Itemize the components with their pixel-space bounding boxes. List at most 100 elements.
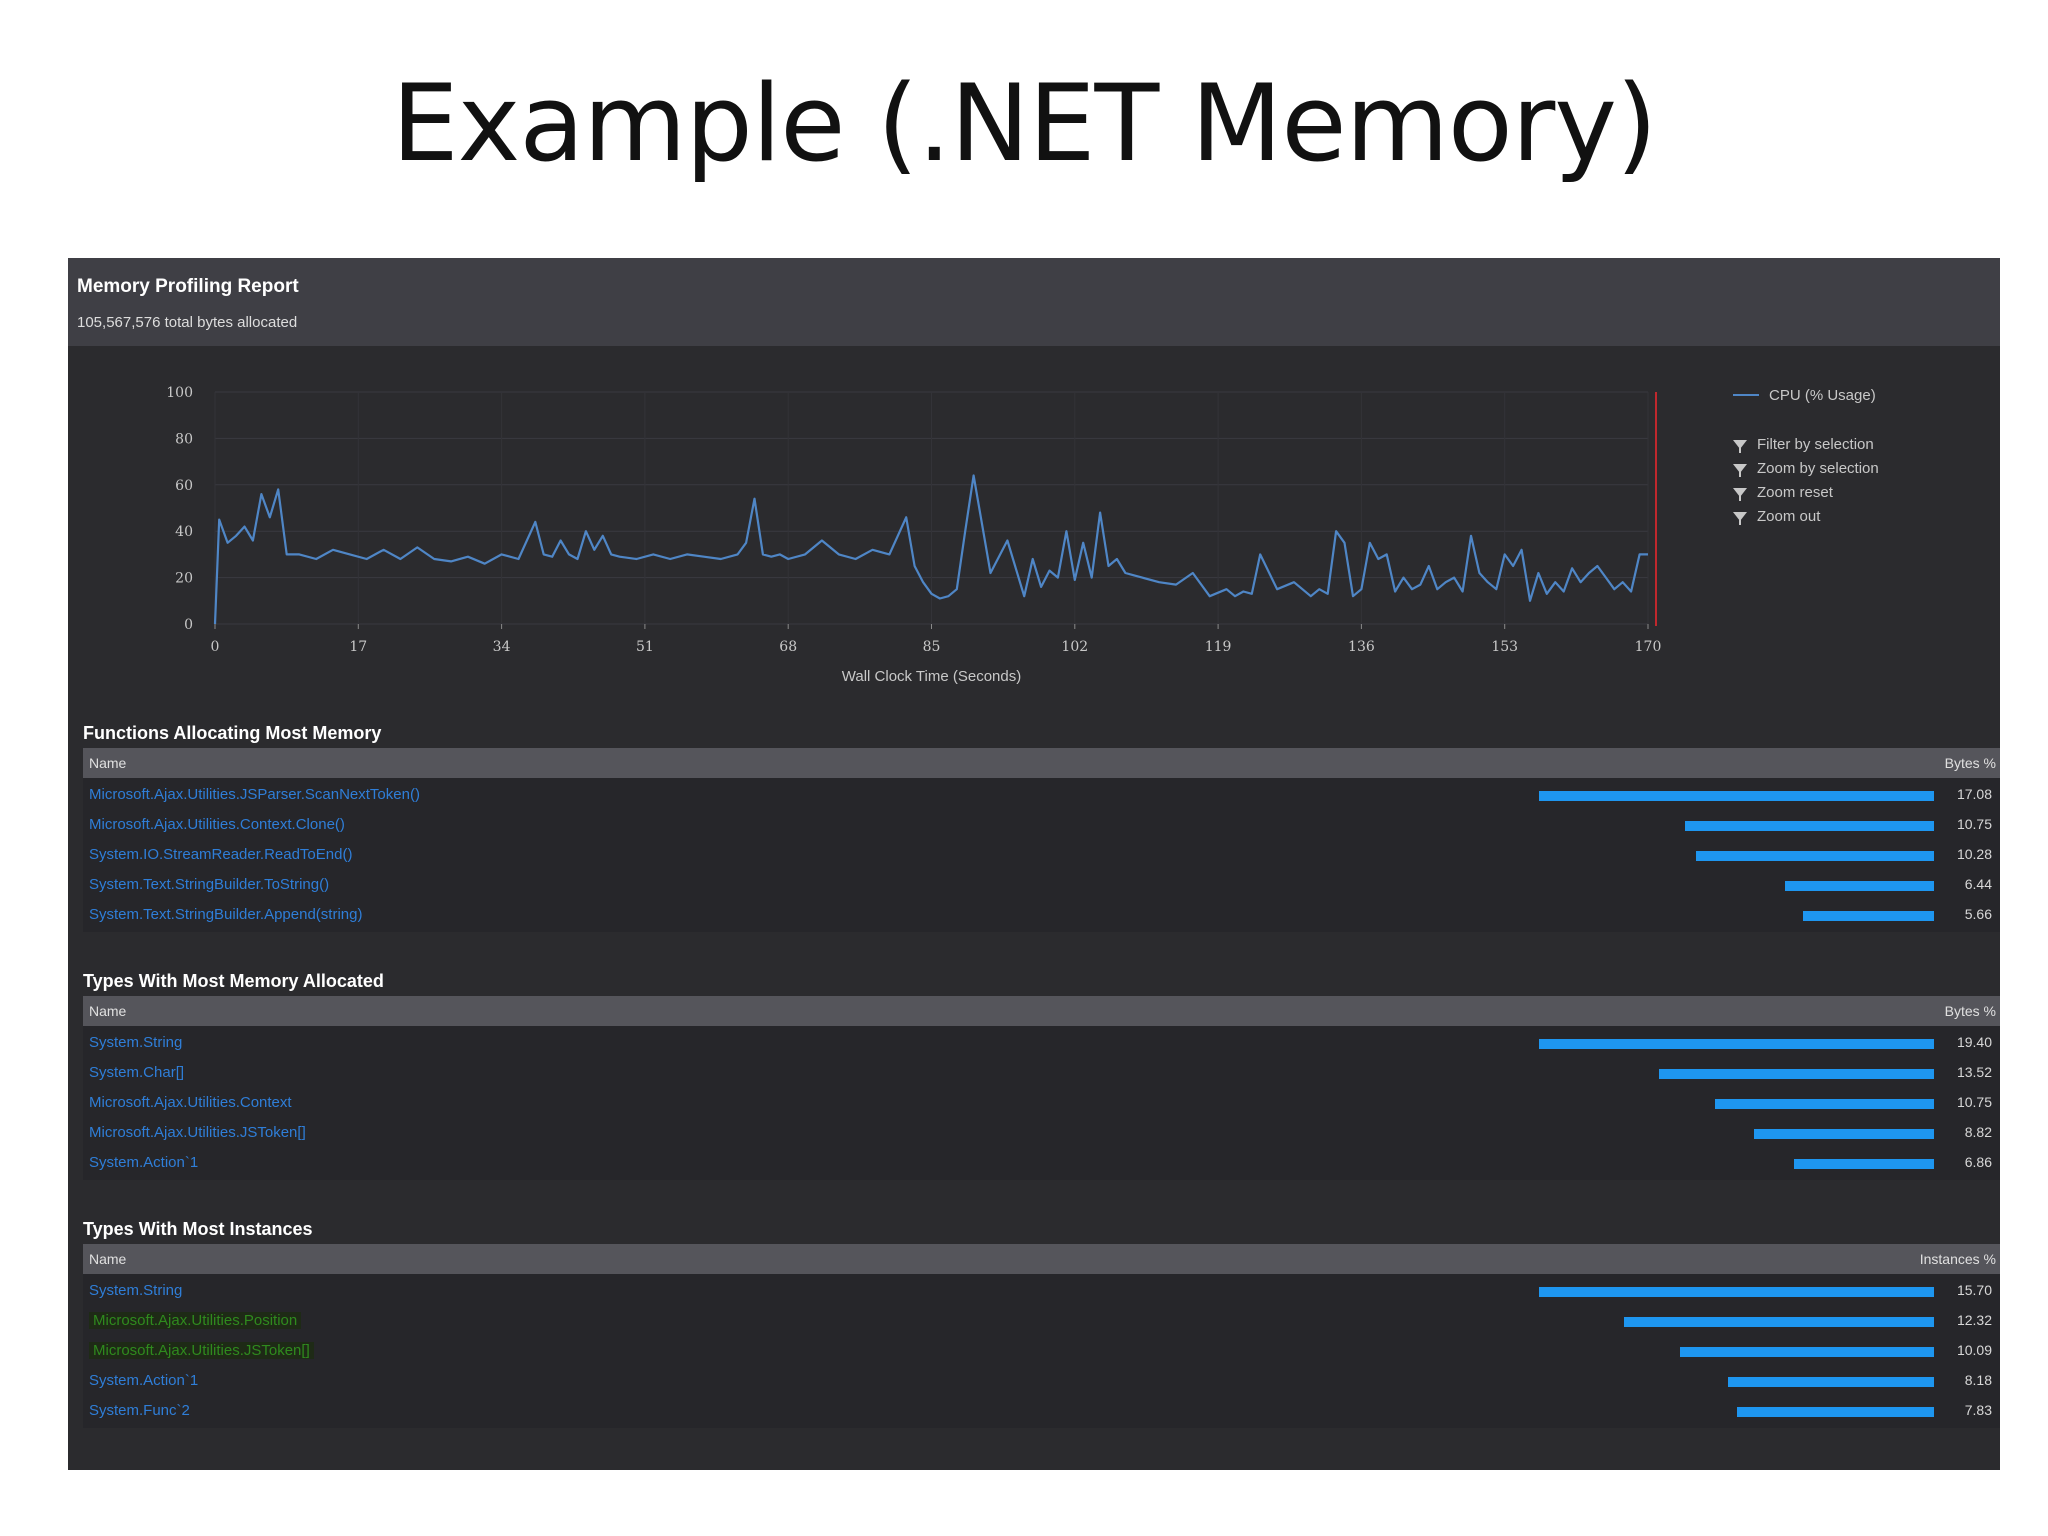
section-title: Types With Most Memory Allocated [83, 971, 384, 991]
action-label: Filter by selection [1757, 435, 1874, 453]
table-body: System.String 15.70 Microsoft.Ajax.Utili… [83, 1274, 2000, 1428]
column-header-name[interactable]: Name [89, 1003, 127, 1019]
table-row: Microsoft.Ajax.Utilities.Context 10.75 [83, 1088, 2000, 1118]
memory-profiling-report: Memory Profiling Report 105,567,576 tota… [68, 258, 2000, 1470]
table-header: Name Bytes % [83, 996, 2000, 1026]
action-label: Zoom by selection [1757, 459, 1879, 477]
column-header-name[interactable]: Name [89, 755, 127, 771]
x-tick-label: 136 [1348, 639, 1375, 655]
percent-bar [1803, 911, 1934, 921]
zoom-reset-button[interactable]: Zoom reset [1733, 480, 1879, 504]
row-value: 10.75 [1956, 1094, 1992, 1110]
row-value: 10.28 [1956, 846, 1992, 862]
row-value: 7.83 [1964, 1402, 1992, 1418]
legend-label: CPU (% Usage) [1769, 386, 1876, 404]
row-value: 6.44 [1964, 876, 1992, 892]
column-header-metric[interactable]: Bytes % [1944, 755, 1996, 771]
row-value: 19.40 [1956, 1034, 1992, 1050]
table-row: System.IO.StreamReader.ReadToEnd() 10.28 [83, 840, 2000, 870]
report-header: Memory Profiling Report 105,567,576 tota… [68, 258, 2000, 346]
percent-bar [1539, 1287, 1934, 1297]
action-label: Zoom out [1757, 507, 1821, 525]
y-tick-label: 100 [166, 385, 193, 401]
zoom-by-selection-button[interactable]: Zoom by selection [1733, 456, 1879, 480]
column-header-name[interactable]: Name [89, 1251, 127, 1267]
x-tick-label: 0 [211, 639, 220, 655]
percent-bar [1794, 1159, 1934, 1169]
row-name-link[interactable]: Microsoft.Ajax.Utilities.JSParser.ScanNe… [89, 786, 420, 803]
percent-bar [1624, 1317, 1934, 1327]
percent-bar [1785, 881, 1934, 891]
table-body: Microsoft.Ajax.Utilities.JSParser.ScanNe… [83, 778, 2000, 932]
x-tick-label: 170 [1635, 639, 1662, 655]
row-value: 5.66 [1964, 906, 1992, 922]
row-name-link[interactable]: System.Action`1 [89, 1372, 199, 1389]
table-row: Microsoft.Ajax.Utilities.JSToken[] 8.82 [83, 1118, 2000, 1148]
table-header: Name Bytes % [83, 748, 2000, 778]
x-tick-label: 153 [1491, 639, 1518, 655]
table-body: System.String 19.40 System.Char[] 13.52 … [83, 1026, 2000, 1180]
table-row: Microsoft.Ajax.Utilities.Context.Clone()… [83, 810, 2000, 840]
x-tick-label: 119 [1205, 639, 1232, 655]
funnel-icon [1733, 463, 1747, 477]
row-name-link[interactable]: Microsoft.Ajax.Utilities.JSToken[] [89, 1124, 306, 1141]
percent-bar [1696, 851, 1934, 861]
row-name-link[interactable]: System.Text.StringBuilder.Append(string) [89, 906, 363, 923]
cpu-usage-line [213, 474, 1648, 625]
table-row: Microsoft.Ajax.Utilities.Position 12.32 [83, 1306, 2000, 1336]
filter-by-selection-button[interactable]: Filter by selection [1733, 432, 1879, 456]
row-name-link[interactable]: System.Action`1 [89, 1154, 199, 1171]
types-with-most-memory-allocated: Types With Most Memory Allocated Name By… [83, 966, 2000, 1180]
table-row: System.String 15.70 [83, 1276, 2000, 1306]
row-name-link[interactable]: Microsoft.Ajax.Utilities.Context [89, 1094, 292, 1111]
table-row: System.Func`2 7.83 [83, 1396, 2000, 1426]
row-name-link[interactable]: Microsoft.Ajax.Utilities.Context.Clone() [89, 816, 345, 833]
table-row: System.Text.StringBuilder.Append(string)… [83, 900, 2000, 930]
x-axis-label: Wall Clock Time (Seconds) [842, 668, 1022, 685]
table-header: Name Instances % [83, 1244, 2000, 1274]
row-value: 17.08 [1956, 786, 1992, 802]
table-row: System.String 19.40 [83, 1028, 2000, 1058]
legend-entry-cpu: CPU (% Usage) [1733, 384, 1879, 406]
percent-bar [1659, 1069, 1934, 1079]
y-tick-label: 80 [175, 431, 193, 447]
column-header-metric[interactable]: Bytes % [1944, 1003, 1996, 1019]
section-title: Functions Allocating Most Memory [83, 723, 382, 743]
percent-bar [1685, 821, 1934, 831]
funnel-icon [1733, 487, 1747, 501]
column-header-metric[interactable]: Instances % [1919, 1251, 1996, 1267]
x-tick-label: 102 [1061, 639, 1088, 655]
table-row: Microsoft.Ajax.Utilities.JSParser.ScanNe… [83, 780, 2000, 810]
row-name-link[interactable]: Microsoft.Ajax.Utilities.JSToken[] [89, 1342, 314, 1359]
table-row: System.Char[] 13.52 [83, 1058, 2000, 1088]
types-with-most-instances: Types With Most Instances Name Instances… [83, 1214, 2000, 1428]
report-title: Memory Profiling Report [77, 276, 299, 297]
row-name-link[interactable]: System.Char[] [89, 1064, 185, 1081]
row-name-link[interactable]: System.Func`2 [89, 1402, 190, 1419]
row-name-link[interactable]: System.String [89, 1282, 183, 1299]
row-value: 8.18 [1964, 1372, 1992, 1388]
chart-legend: CPU (% Usage) Filter by selection Zoom b… [1733, 384, 1879, 528]
section-title: Types With Most Instances [83, 1219, 313, 1239]
legend-swatch [1733, 394, 1759, 396]
row-name-link[interactable]: System.String [89, 1034, 183, 1051]
row-name-link[interactable]: System.Text.StringBuilder.ToString() [89, 876, 330, 893]
row-value: 6.86 [1964, 1154, 1992, 1170]
row-value: 10.09 [1956, 1342, 1992, 1358]
x-tick-label: 17 [349, 639, 367, 655]
chart-actions: Filter by selection Zoom by selection Zo… [1733, 432, 1879, 528]
row-name-link[interactable]: System.IO.StreamReader.ReadToEnd() [89, 846, 353, 863]
percent-bar [1737, 1407, 1934, 1417]
slide-title: Example (.NET Memory) [391, 62, 1658, 185]
row-name-link[interactable]: Microsoft.Ajax.Utilities.Position [89, 1312, 302, 1329]
row-value: 8.82 [1964, 1124, 1992, 1140]
y-tick-label: 40 [175, 524, 193, 540]
percent-bar [1728, 1377, 1934, 1387]
zoom-out-button[interactable]: Zoom out [1733, 504, 1879, 528]
percent-bar [1754, 1129, 1934, 1139]
report-subtitle: 105,567,576 total bytes allocated [77, 314, 298, 331]
x-tick-label: 85 [923, 639, 941, 655]
row-value: 12.32 [1956, 1312, 1992, 1328]
